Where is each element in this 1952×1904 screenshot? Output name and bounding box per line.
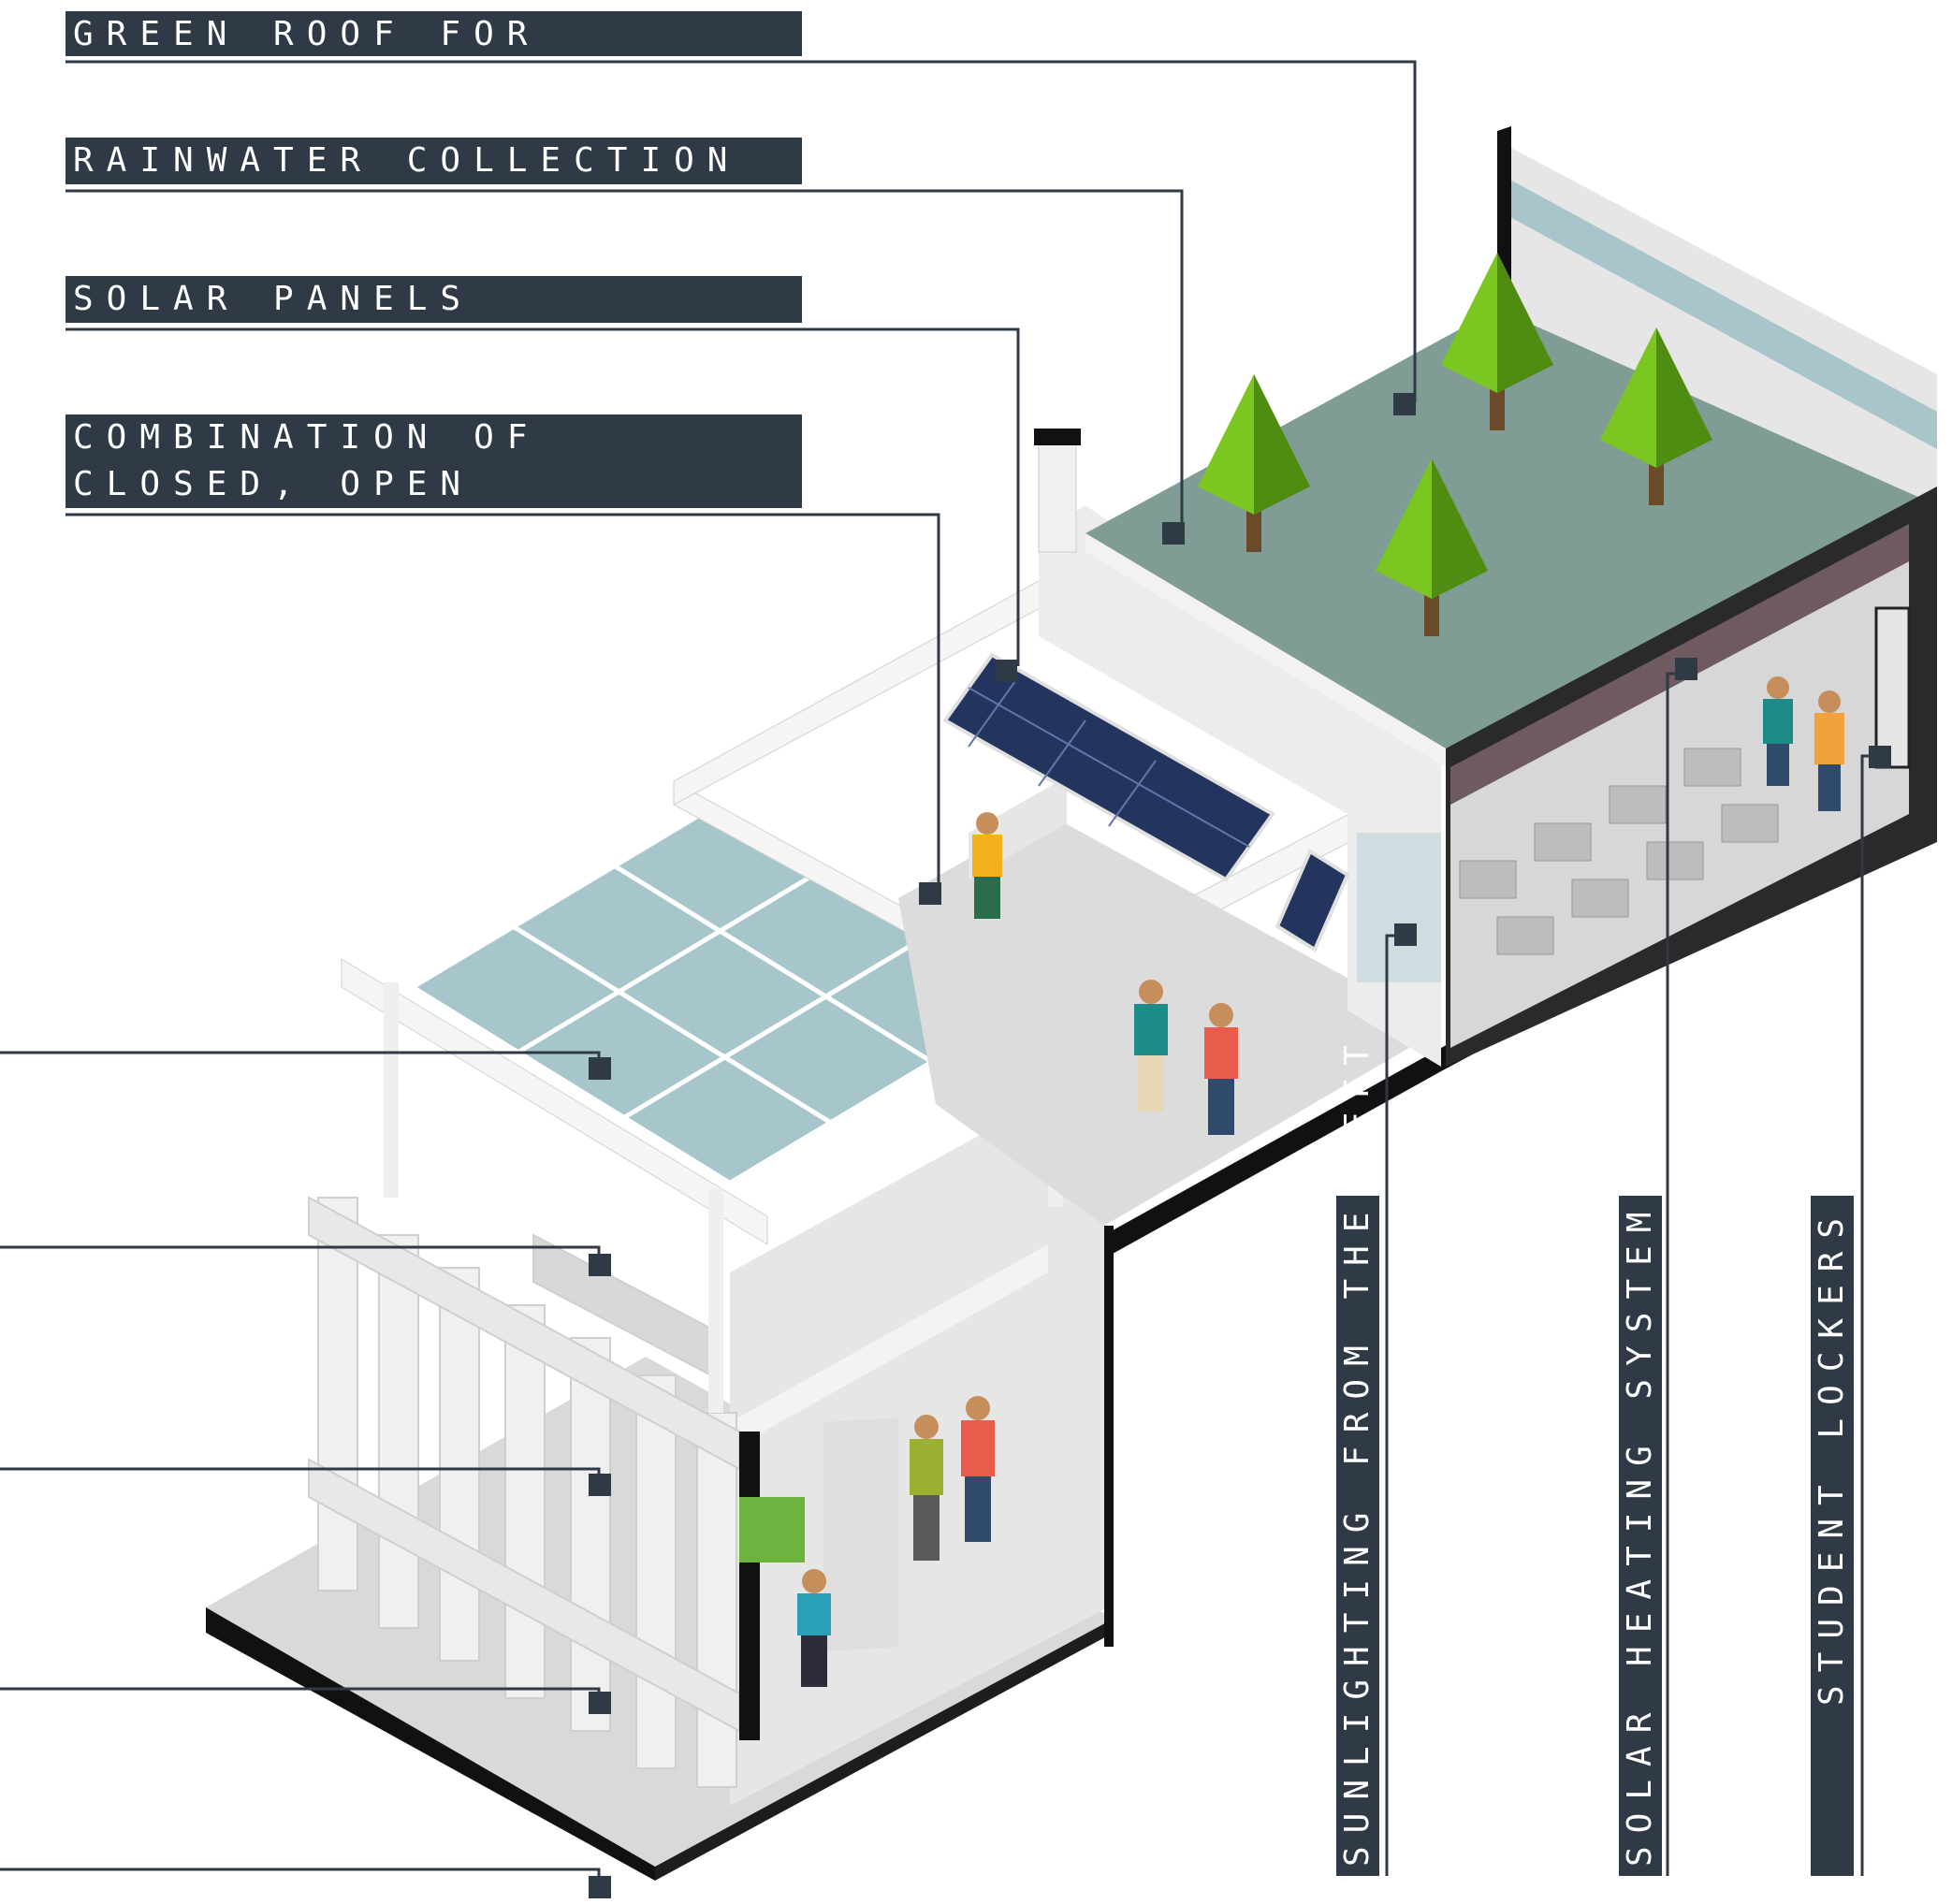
green-planter — [739, 1497, 805, 1562]
marker-square-icon — [589, 393, 1891, 1898]
desk-icon — [1459, 748, 1779, 955]
tree-icon — [1198, 253, 1712, 636]
label-green-roof: GREEN ROOF FOR PLANTING — [66, 11, 802, 100]
label-solar-panels: SOLAR PANELS — [66, 276, 802, 323]
label-lockers: STUDENT LOCKERS — [1811, 1196, 1854, 1876]
solar-panel-icon — [942, 652, 1350, 952]
label-spaces: COMBINATION OF CLOSED, OPEN AND SEMI-OPE… — [66, 414, 802, 550]
column-dark — [739, 1432, 760, 1740]
locker-icon — [1874, 606, 1911, 769]
person-icon — [797, 676, 1844, 1687]
label-rainwater: RAINWATER COLLECTION SYSTEM — [66, 138, 802, 226]
label-solar-heating: SOLAR HEATING SYSTEM — [1619, 1196, 1662, 1876]
facade-fins — [308, 1196, 740, 1788]
mid-block — [1034, 429, 1441, 1067]
label-sunlighting: SUNLIGHTING FROM THE LEFT — [1336, 1032, 1379, 1876]
